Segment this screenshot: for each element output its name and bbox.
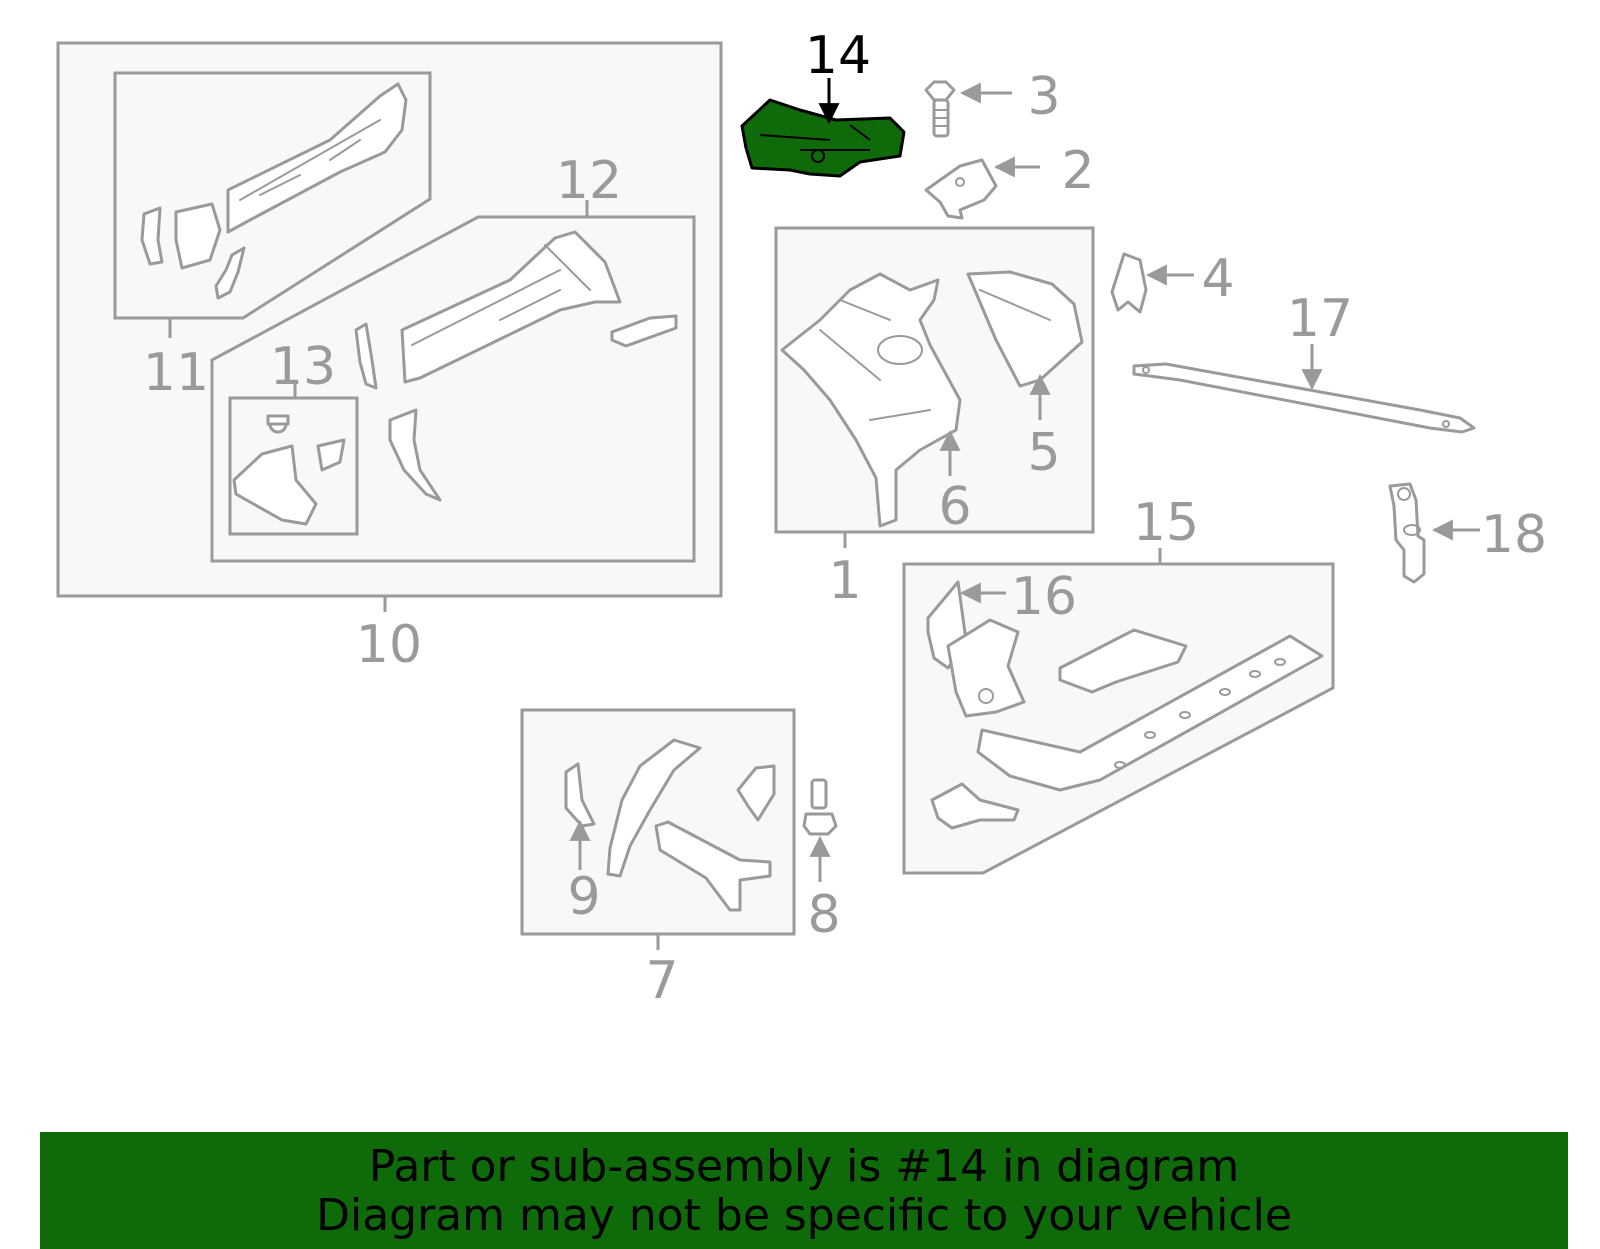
callout-labels: 1 2 3 4 5 6 7 8 9 10 11 12 13 14 15 16 1…	[143, 26, 1547, 1011]
callout-17: 17	[1287, 289, 1353, 349]
part-17-bar	[1132, 362, 1476, 434]
part-8-stud	[802, 778, 838, 836]
part-2-bracket	[924, 158, 998, 220]
callout-6: 6	[938, 477, 971, 537]
part-14-highlighted[interactable]	[740, 98, 906, 178]
group-15-box	[902, 548, 1335, 875]
callout-2: 2	[1061, 141, 1094, 201]
callout-13: 13	[270, 337, 336, 397]
callout-18: 18	[1481, 505, 1547, 565]
callout-10: 10	[356, 615, 422, 675]
group-7-box	[520, 708, 796, 950]
part-18-bracket	[1388, 482, 1426, 584]
callout-8: 8	[807, 885, 840, 945]
part-4-clip	[1110, 252, 1148, 314]
callout-16: 16	[1011, 567, 1077, 627]
callout-3: 3	[1027, 67, 1060, 127]
banner-line-1: Part or sub-assembly is #14 in diagram	[368, 1141, 1240, 1192]
part-3-bolt	[924, 80, 956, 138]
banner-line-2: Diagram may not be specific to your vehi…	[316, 1190, 1292, 1241]
group-1-box	[774, 226, 1095, 548]
callout-7: 7	[645, 951, 678, 1011]
rail-holes	[1114, 658, 1286, 769]
callout-4: 4	[1201, 249, 1234, 309]
callout-12: 12	[556, 151, 622, 211]
callout-1: 1	[828, 551, 861, 611]
callout-5: 5	[1027, 423, 1060, 483]
leader-lines	[569, 78, 1480, 882]
group-11-box	[113, 71, 432, 338]
info-banner: Part or sub-assembly is #14 in diagram D…	[40, 1132, 1568, 1249]
callout-15: 15	[1133, 493, 1199, 553]
callout-14[interactable]: 14	[805, 26, 871, 86]
callout-9: 9	[567, 867, 600, 927]
callout-11: 11	[143, 343, 209, 403]
group-13-box	[228, 384, 359, 536]
